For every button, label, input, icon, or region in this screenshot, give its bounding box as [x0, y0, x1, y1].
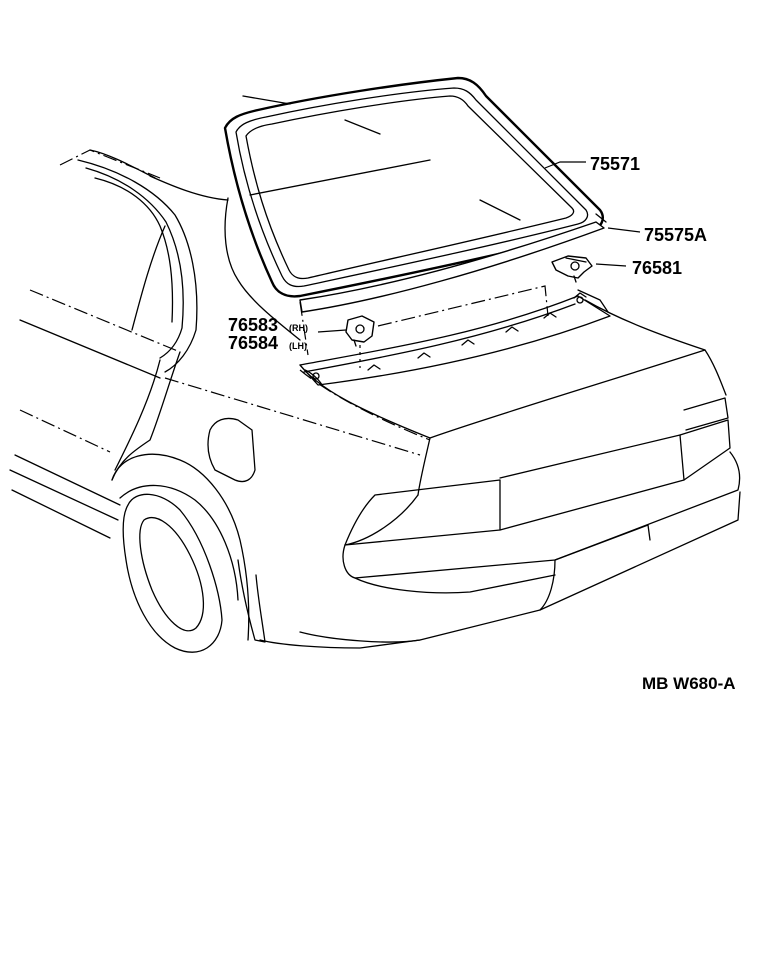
- assembly-guide-lines: [299, 285, 549, 368]
- part-labels: 75571 75575A 76581 76583 (RH) 76584 (LH)…: [228, 154, 736, 693]
- moulding-clip[interactable]: [551, 255, 593, 283]
- car-body-illustration: [9, 95, 741, 653]
- package-tray-panel: [299, 289, 611, 386]
- part-number-76581: 76581: [632, 258, 682, 278]
- moulding-retainer[interactable]: [345, 315, 375, 347]
- part-number-75571: 75571: [590, 154, 640, 174]
- back-window-moulding[interactable]: [299, 213, 607, 313]
- part-number-76583: 76583: [228, 315, 278, 335]
- window-glass-weatherstrip[interactable]: [223, 76, 604, 298]
- leader-lines: [317, 161, 641, 333]
- part-suffix-76584: (LH): [289, 341, 307, 351]
- part-number-76584: 76584: [228, 333, 278, 353]
- diagram-code: MB W680-A: [642, 674, 736, 693]
- part-suffix-76583: (RH): [289, 323, 308, 333]
- part-number-75575A: 75575A: [644, 225, 707, 245]
